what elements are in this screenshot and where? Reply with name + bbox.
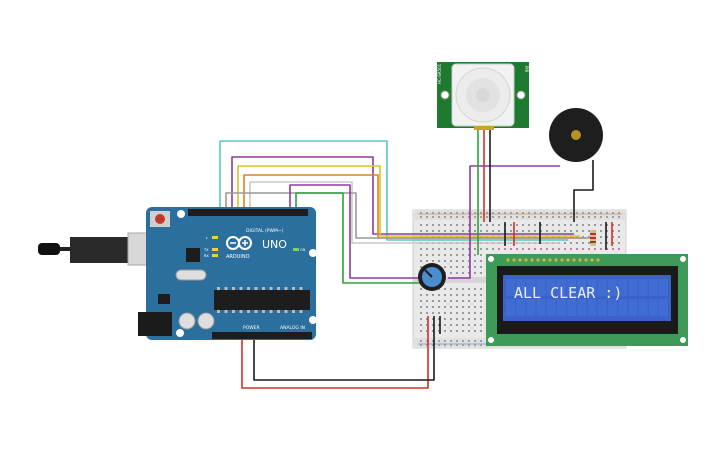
pir-sensor: HC-SR501 PIR xyxy=(437,62,529,130)
pir-left-label: HC-SR501 xyxy=(437,63,442,84)
atmega-chip xyxy=(214,290,310,310)
power-analog-header xyxy=(212,332,312,339)
board-model: UNO xyxy=(262,238,287,251)
wire-purple-pot xyxy=(289,184,418,279)
lcd-text: ALL CLEAR :) xyxy=(514,284,622,302)
wire-cyan xyxy=(219,140,568,241)
wire-green-pot xyxy=(295,192,430,284)
wire-yellow xyxy=(237,165,580,237)
wire-power-red xyxy=(241,316,429,389)
pir-right-label: PIR xyxy=(524,66,529,73)
reset-button xyxy=(155,214,165,224)
wire-buzzer xyxy=(573,160,594,222)
wire-purple-bb xyxy=(448,165,560,279)
led-l-label: L xyxy=(206,236,208,240)
wire-light-gray xyxy=(249,181,560,244)
usb-cable-plug xyxy=(38,243,60,255)
arduino-logo-icon xyxy=(226,236,252,250)
wire-gray xyxy=(225,192,592,239)
led-rx-label: RX xyxy=(204,254,209,258)
digital-header-label: DIGITAL (PWM~) xyxy=(246,228,284,234)
led-tx-label: TX xyxy=(203,248,209,252)
potentiometer[interactable] xyxy=(418,263,446,291)
lcd-16x2: ALL CLEAR :) xyxy=(486,254,688,346)
board-brand: ARDUINO xyxy=(226,254,250,260)
arduino-uno-board: UNO ARDUINO DIGITAL (PWM~) POWER ANALOG … xyxy=(38,207,317,340)
wire-purple xyxy=(231,156,574,235)
wires xyxy=(219,128,613,389)
power-header-label: POWER xyxy=(243,325,260,331)
led-on-label: ON xyxy=(300,248,306,252)
resistor xyxy=(590,230,596,246)
wire-power-black xyxy=(253,316,435,381)
usb-cable xyxy=(70,237,128,263)
digital-header xyxy=(188,209,308,216)
analog-header-label: ANALOG IN xyxy=(280,325,305,331)
power-jack xyxy=(138,312,172,336)
piezo-buzzer xyxy=(549,108,603,162)
